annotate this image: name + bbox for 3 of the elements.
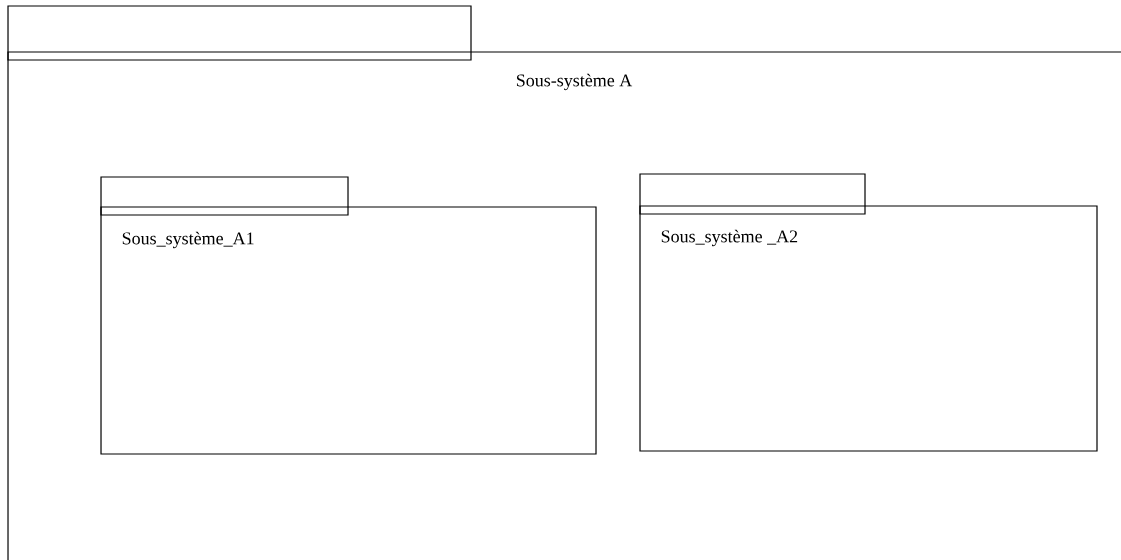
- package-box: Sous_système_A1: [100, 176, 597, 455]
- node-label: Sous-système A: [516, 73, 633, 91]
- package-box: Sous_système _A2: [639, 173, 1098, 452]
